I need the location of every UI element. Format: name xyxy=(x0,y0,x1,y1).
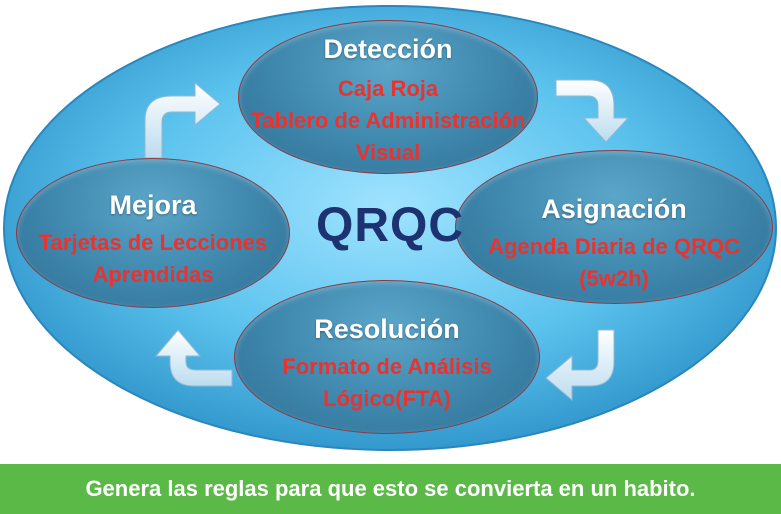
mejora-title: Mejora xyxy=(109,190,197,220)
asignacion-line-1: Agenda Diaria de QRQC xyxy=(488,234,740,259)
mejora-line-2: Aprendidas xyxy=(92,262,214,287)
diagram-background xyxy=(3,5,777,451)
resolucion-title: Resolución xyxy=(314,314,460,344)
deteccion-title: Detección xyxy=(323,34,453,64)
node-mejora xyxy=(16,158,290,308)
mejora-line-1: Tarjetas de Lecciones xyxy=(38,230,268,255)
footer-banner: Genera las reglas para que esto se convi… xyxy=(0,464,781,514)
arrow-resolucion-to-mejora xyxy=(154,329,233,387)
asignacion-line-2: (5w2h) xyxy=(579,266,649,291)
deteccion-line-1: Caja Roja xyxy=(337,76,439,101)
deteccion-line-3: Visual xyxy=(355,140,421,165)
footer-text: Genera las reglas para que esto se convi… xyxy=(85,476,696,501)
node-resolucion xyxy=(234,280,540,434)
resolucion-line-1: Formato de Análisis xyxy=(282,354,492,379)
center-label-qrqc: QRQC xyxy=(316,199,464,252)
resolucion-line-2: Lógico(FTA) xyxy=(323,386,451,411)
arrow-deteccion-to-asignacion xyxy=(555,79,630,143)
arrow-asignacion-to-resolucion xyxy=(545,329,615,402)
node-asignacion xyxy=(455,150,773,304)
asignacion-title: Asignación xyxy=(541,194,687,224)
node-deteccion xyxy=(238,20,538,174)
arrow-mejora-to-deteccion xyxy=(144,81,221,159)
deteccion-line-2: Tablero de Administración xyxy=(250,108,526,133)
